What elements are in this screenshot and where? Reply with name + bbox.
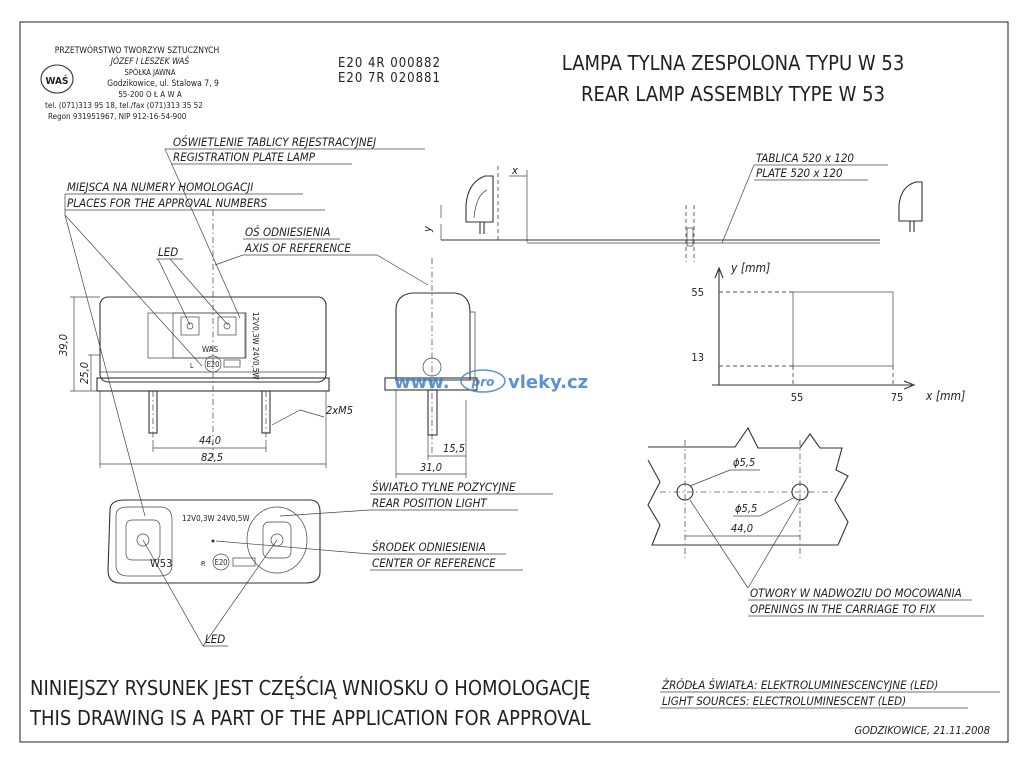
y-mark: y bbox=[421, 226, 434, 233]
approval-code-1: E20 4R 000882 bbox=[338, 56, 441, 71]
dim-hole-2: ϕ5,5 bbox=[735, 502, 757, 515]
logo-text: WAŚ bbox=[46, 74, 69, 87]
dim-31: 31,0 bbox=[420, 461, 442, 474]
lamp-side-view: 15,5 31,0 bbox=[384, 258, 478, 478]
l-mark: L bbox=[190, 362, 194, 370]
led-top-label: LED bbox=[158, 245, 178, 259]
approval-code-2: E20 7R 020881 bbox=[338, 71, 441, 86]
dim-hole-spacing: 44,0 bbox=[731, 522, 753, 535]
company-stamp: WAŚ PRZETWÓRSTWO TWORZYW SZTUCZNYCH JÓZE… bbox=[40, 44, 220, 121]
plate-lamp-label-pl: OŚWIETLENIE TABLICY REJESTRACYJNEJ bbox=[173, 134, 376, 149]
rear-light-label-pl: ŚWIATŁO TYLNE POZYCYJNE bbox=[372, 479, 516, 494]
graph-xtick-55: 55 bbox=[791, 391, 804, 404]
holes-label-pl: OTWORY W NADWOZIU DO MOCOWANIA bbox=[750, 586, 962, 600]
mounting-sketch: x y TABLICA 520 x 120 PLATE 520 x 120 bbox=[421, 151, 923, 262]
graph-ytick-55: 55 bbox=[691, 286, 704, 299]
axis-label-en: AXIS OF REFERENCE bbox=[244, 241, 351, 255]
rear-light-label-en: REAR POSITION LIGHT bbox=[372, 496, 487, 510]
center-label-pl: ŚRODEK ODNIESIENIA bbox=[372, 539, 486, 554]
graph-xlabel: x [mm] bbox=[925, 389, 965, 403]
dim-44: 44,0 bbox=[199, 434, 221, 447]
axis-label-pl: OŚ ODNIESIENIA bbox=[245, 224, 330, 239]
callout-plate-lamp: OŚWIETLENIE TABLICY REJESTRACYJNEJ REGIS… bbox=[164, 134, 425, 319]
callout-led-bottom: LED bbox=[142, 539, 278, 647]
was-mark: WAS bbox=[202, 345, 219, 354]
watermark-left: www. bbox=[394, 372, 450, 393]
light-source-en: LIGHT SOURCES: ELECTROLUMINESCENT (LED) bbox=[662, 694, 906, 708]
company-line-7: Regon 931951967, NIP 912-16-54-900 bbox=[48, 112, 187, 121]
e20-mark-front: E20 bbox=[207, 360, 220, 369]
callout-led-top: LED bbox=[156, 245, 229, 326]
company-line-2: JÓZEF I LESZEK WAŚ bbox=[109, 55, 190, 67]
x-mark: x bbox=[511, 164, 518, 177]
w53-mark: W53 bbox=[150, 557, 172, 570]
thread-label: 2xM5 bbox=[326, 404, 353, 417]
holes-label-en: OPENINGS IN THE CARRIAGE TO FIX bbox=[750, 602, 937, 616]
approval-places-label-pl: MIEJSCA NA NUMERY HOMOLOGACJI bbox=[67, 180, 253, 194]
dim-15-5: 15,5 bbox=[443, 442, 465, 455]
rating-bottom: 12V0,3W 24V0,5W bbox=[182, 514, 250, 523]
company-line-3: SPÓŁKA JAWNA bbox=[125, 68, 176, 77]
approval-places-label-en: PLACES FOR THE APPROVAL NUMBERS bbox=[67, 196, 268, 210]
watermark-middle: pro bbox=[471, 375, 495, 389]
callout-axis-reference: OŚ ODNIESIENIA AXIS OF REFERENCE bbox=[214, 224, 429, 286]
callout-rear-light: ŚWIATŁO TYLNE POZYCYJNE REAR POSITION LI… bbox=[279, 479, 553, 517]
mounting-holes: ϕ5,5 ϕ5,5 44,0 OTWORY W NADWOZIU DO MOCO… bbox=[647, 426, 984, 617]
graph-ylabel: y [mm] bbox=[730, 261, 770, 275]
callout-approval-places: MIEJSCA NA NUMERY HOMOLOGACJI PLACES FOR… bbox=[64, 180, 325, 517]
center-label-en: CENTER OF REFERENCE bbox=[372, 556, 496, 570]
drawing-frame bbox=[19, 21, 1009, 743]
lamp-front-view: WAS E20 L 12V0,3W 24V0,5W 2xM5 39,0 25,0… bbox=[57, 210, 353, 468]
company-line-6: tel. (071)313 95 18, tel./fax (071)313 3… bbox=[45, 101, 203, 110]
rating-side: 12V0,3W 24V0,5W bbox=[251, 312, 260, 380]
callout-center-reference: ŚRODEK ODNIESIENIA CENTER OF REFERENCE bbox=[215, 539, 523, 571]
e20-mark-bottom: E20 bbox=[215, 558, 228, 567]
company-line-5: 55-200 O Ł A W A bbox=[118, 90, 182, 99]
graph-xtick-75: 75 bbox=[891, 391, 904, 404]
r-mark: R bbox=[201, 560, 206, 568]
watermark-right: vleky.cz bbox=[508, 372, 588, 393]
visibility-graph: y [mm] x [mm] 55 13 55 75 bbox=[691, 261, 965, 404]
title-pl: LAMPA TYLNA ZESPOLONA TYPU W 53 bbox=[562, 51, 905, 75]
title-en: REAR LAMP ASSEMBLY TYPE W 53 bbox=[581, 82, 885, 106]
watermark: www. pro vleky.cz bbox=[394, 369, 588, 393]
dim-39: 39,0 bbox=[57, 334, 70, 356]
light-source-pl: ŹRÓDŁA ŚWIATŁA: ELEKTROLUMINESCENCYJNE (… bbox=[661, 677, 938, 692]
footer-statement-pl: NINIEJSZY RYSUNEK JEST CZĘŚCIĄ WNIOSKU O… bbox=[30, 676, 590, 700]
dim-82-5: 82,5 bbox=[201, 451, 223, 464]
graph-ytick-13: 13 bbox=[691, 351, 704, 364]
plate-lamp-label-en: REGISTRATION PLATE LAMP bbox=[173, 150, 316, 164]
plate-label-en: PLATE 520 x 120 bbox=[756, 166, 843, 180]
place-date: GODZIKOWICE, 21.11.2008 bbox=[854, 724, 990, 737]
plate-label-pl: TABLICA 520 x 120 bbox=[756, 151, 854, 165]
lamp-bottom-view: 12V0,3W 24V0,5W W53 E20 R bbox=[107, 499, 321, 584]
dim-25: 25,0 bbox=[78, 362, 91, 384]
company-line-1: PRZETWÓRSTWO TWORZYW SZTUCZNYCH bbox=[55, 44, 220, 56]
company-line-4: Godzikowice, ul. Stalowa 7, 9 bbox=[107, 79, 219, 89]
footer-statement-en: THIS DRAWING IS A PART OF THE APPLICATIO… bbox=[29, 706, 591, 730]
dim-hole-1: ϕ5,5 bbox=[733, 456, 755, 469]
visibility-zone bbox=[792, 291, 894, 367]
